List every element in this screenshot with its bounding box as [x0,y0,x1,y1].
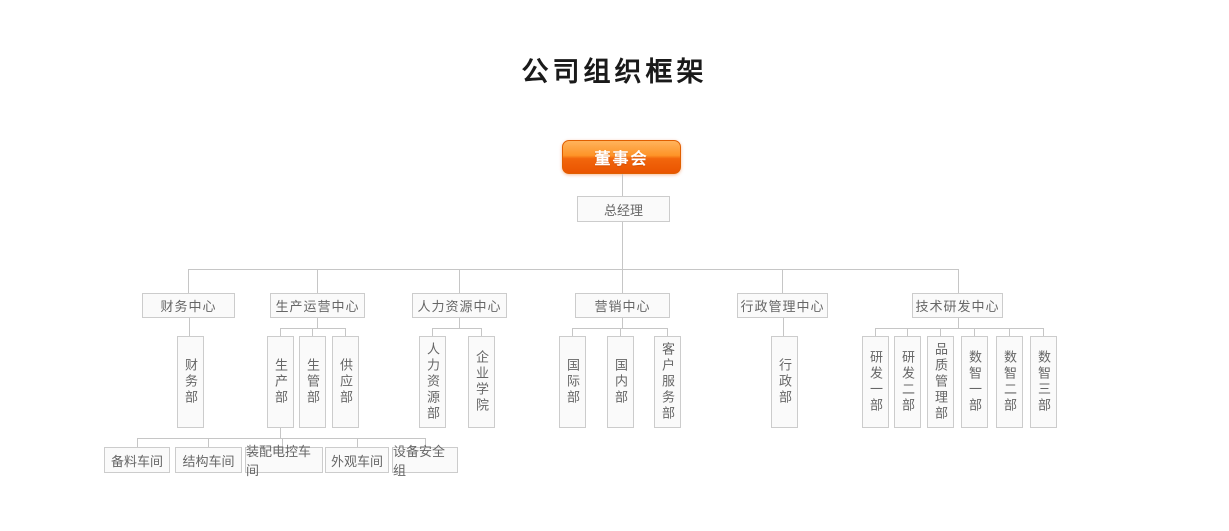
connector-line [425,438,426,447]
connector-line [188,269,958,270]
center-node-technology-rd: 技术研发中心 [912,293,1003,318]
dept-node-domestic-dept: 国内部 [607,336,634,428]
connector-line [875,328,1043,329]
page-title: 公司组织框架 [521,57,708,87]
connector-line [572,328,573,336]
connector-line [782,269,783,293]
workshop-node-equipment-safety: 设备安全组 [392,444,458,478]
connector-line [622,269,623,293]
connector-line [432,328,481,329]
connector-line [622,318,623,328]
center-node-production-operations: 生产运营中心 [270,293,365,318]
connector-line [188,269,189,293]
connector-line [620,328,621,336]
connector-line [1043,328,1044,336]
workshop-node-assembly-electric-control: 装配电控车间 [245,444,323,478]
workshop-node-material-prep: 备料车间 [104,447,170,473]
dept-node-production-control-dept: 生管部 [299,336,326,428]
dept-node-finance-dept: 财务部 [177,336,204,428]
connector-line [280,428,281,438]
connector-line [940,328,941,336]
connector-line [345,328,346,336]
connector-line [783,318,784,336]
org-node-general-manager: 总经理 [577,196,670,222]
connector-line [357,438,358,447]
connector-line [312,328,313,336]
dept-node-production-dept: 生产部 [267,336,294,428]
connector-line [137,438,138,447]
dept-node-digital-intelligence-dept-3: 数智三部 [1030,336,1057,428]
dept-node-admin-dept: 行政部 [771,336,798,428]
connector-line [432,328,433,336]
connector-line [317,318,318,328]
connector-line [572,328,667,329]
dept-node-digital-intelligence-dept-1: 数智一部 [961,336,988,428]
dept-node-quality-management-dept: 品质管理部 [927,336,954,428]
connector-line [1009,328,1010,336]
connector-line [459,318,460,328]
connector-line [459,269,460,293]
connector-line [481,328,482,336]
connector-line [189,318,190,336]
connector-line [974,328,975,336]
connector-line [280,328,281,336]
connector-line [317,269,318,293]
connector-line [875,328,876,336]
dept-node-hr-dept: 人力资源部 [419,336,446,428]
connector-line [137,438,425,439]
connector-line [958,269,959,293]
workshop-node-appearance: 外观车间 [325,447,389,473]
center-node-finance: 财务中心 [142,293,235,318]
connector-line [208,438,209,447]
dept-node-corporate-academy: 企业学院 [468,336,495,428]
dept-node-customer-service-dept: 客户服务部 [654,336,681,428]
dept-node-digital-intelligence-dept-2: 数智二部 [996,336,1023,428]
connector-line [282,438,283,447]
center-node-marketing: 营销中心 [575,293,670,318]
dept-node-supply-dept: 供应部 [332,336,359,428]
center-node-administration: 行政管理中心 [737,293,828,318]
workshop-node-structure: 结构车间 [175,447,242,473]
org-node-board: 董事会 [562,140,681,174]
connector-line [958,318,959,328]
center-node-human-resources: 人力资源中心 [412,293,507,318]
dept-node-rd-dept-2: 研发二部 [894,336,921,428]
dept-node-international-dept: 国际部 [559,336,586,428]
connector-line [907,328,908,336]
connector-line [667,328,668,336]
connector-line [622,174,623,196]
connector-line [622,222,623,269]
dept-node-rd-dept-1: 研发一部 [862,336,889,428]
